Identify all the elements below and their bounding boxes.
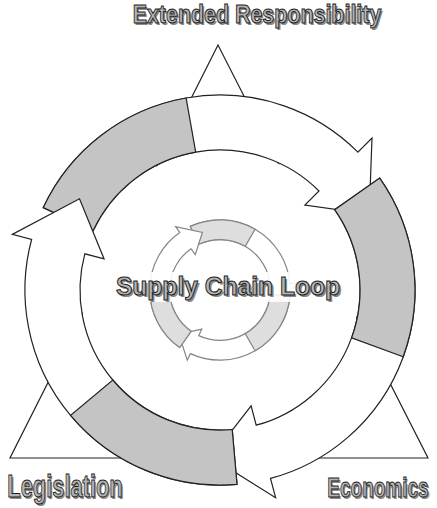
recycle-arrows (12, 95, 415, 498)
arrow-shade (335, 178, 415, 357)
center-label: Supply Chain Loop (114, 272, 342, 302)
corner-label: Extended Responsibility (131, 0, 383, 30)
corner-label: Legislation (6, 468, 124, 505)
curved-arrow (43, 95, 372, 231)
corner-label: Economics (326, 472, 430, 504)
